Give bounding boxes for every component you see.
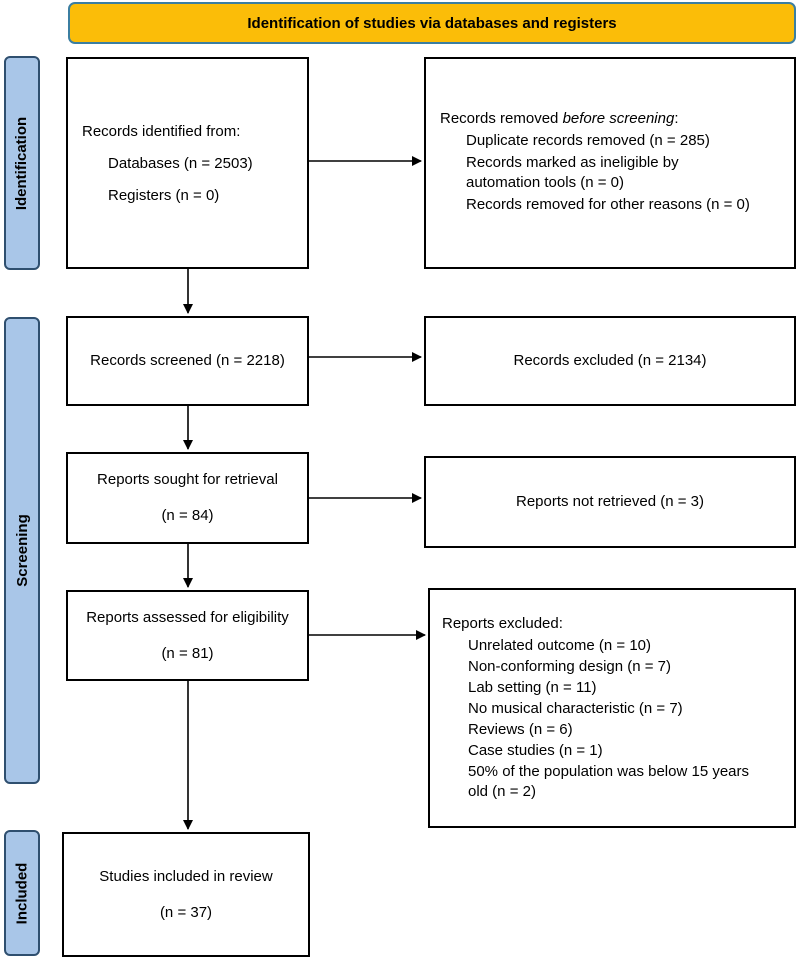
records-removed-heading: Records removed before screening:	[440, 110, 679, 127]
excluded-reason: Case studies (n = 1)	[468, 742, 603, 759]
excluded-reason: Lab setting (n = 11)	[468, 679, 597, 696]
registers-count: Registers (n = 0)	[108, 187, 220, 204]
records-identified-heading: Records identified from:	[82, 123, 241, 140]
records-excluded-box: Records excluded (n = 2134)	[424, 316, 796, 406]
reports-sought-count: (n = 84)	[161, 507, 214, 524]
databases-count: Databases (n = 2503)	[108, 155, 253, 172]
reports-not-retrieved-box: Reports not retrieved (n = 3)	[424, 456, 796, 548]
reports-excluded-heading: Reports excluded:	[442, 615, 563, 632]
records-removed-box: Records removed before screening: Duplic…	[424, 57, 796, 269]
studies-included-label: Studies included in review	[99, 867, 273, 885]
removed-item: Duplicate records removed (n = 285)	[466, 132, 710, 149]
excluded-reason: old (n = 2)	[468, 783, 536, 800]
removed-item: Records marked as ineligible by	[466, 154, 679, 171]
phase-screening: Screening	[4, 317, 40, 784]
excluded-reason: 50% of the population was below 15 years	[468, 763, 750, 780]
reports-assessed-label: Reports assessed for eligibility	[86, 608, 289, 626]
studies-included-count: (n = 37)	[159, 903, 213, 921]
header-banner: Identification of studies via databases …	[68, 2, 796, 44]
excluded-reason: Non-conforming design (n = 7)	[468, 658, 672, 675]
excluded-reason: No musical characteristic (n = 7)	[468, 700, 683, 717]
reports-sought-box: Reports sought for retrieval (n = 84)	[66, 452, 309, 544]
header-title: Identification of studies via databases …	[247, 14, 617, 32]
removed-item: Records removed for other reasons (n = 0…	[466, 196, 750, 213]
phase-included: Included	[4, 830, 40, 956]
reports-assessed-count: (n = 81)	[161, 644, 214, 662]
records-excluded-label: Records excluded (n = 2134)	[513, 352, 707, 369]
excluded-reason: Reviews (n = 6)	[468, 721, 573, 738]
reports-not-retrieved-label: Reports not retrieved (n = 3)	[515, 493, 704, 510]
studies-included-box: Studies included in review (n = 37)	[62, 832, 310, 957]
reports-sought-label: Reports sought for retrieval	[97, 471, 278, 488]
removed-item: automation tools (n = 0)	[466, 174, 625, 191]
records-screened-label: Records screened (n = 2218)	[90, 352, 285, 369]
records-screened-box: Records screened (n = 2218)	[66, 316, 309, 406]
records-identified-box: Records identified from: Databases (n = …	[66, 57, 309, 269]
phase-identification: Identification	[4, 56, 40, 270]
excluded-reason: Unrelated outcome (n = 10)	[468, 637, 652, 654]
reports-assessed-box: Reports assessed for eligibility (n = 81…	[66, 590, 309, 681]
reports-excluded-box: Reports excluded: Unrelated outcome (n =…	[428, 588, 796, 828]
